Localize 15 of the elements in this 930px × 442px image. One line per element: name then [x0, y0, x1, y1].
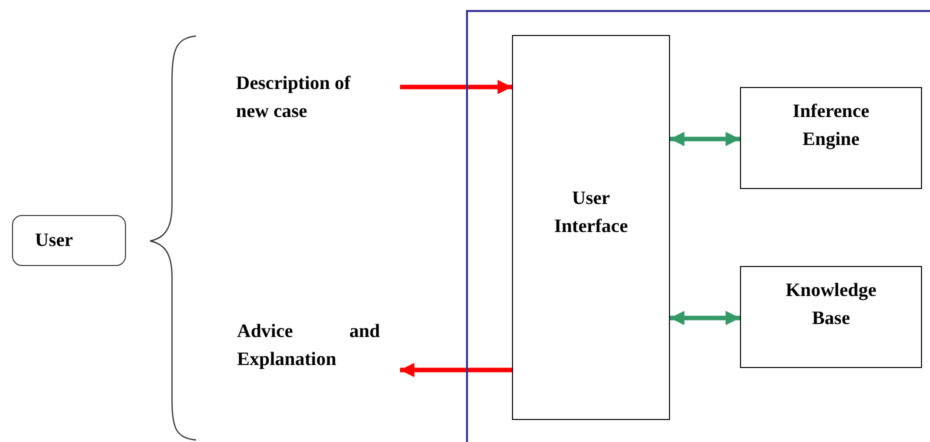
arrow: [670, 310, 740, 326]
input-label: Description of new case: [236, 72, 352, 124]
arrow: [400, 362, 512, 378]
arrow: [400, 80, 512, 94]
node-label: User: [35, 228, 73, 252]
process-box: [512, 35, 670, 420]
node-label: Inference Engine: [792, 100, 870, 152]
process-box: [740, 87, 922, 189]
output-label: Advice and Explanation: [237, 320, 380, 372]
node-label: Knowledge Base: [784, 279, 878, 331]
user-box: [12, 215, 126, 266]
process-box: [740, 266, 922, 368]
arrow: [670, 132, 740, 146]
system-boundary-box: [466, 10, 930, 442]
node-label: User Interface: [553, 186, 629, 238]
